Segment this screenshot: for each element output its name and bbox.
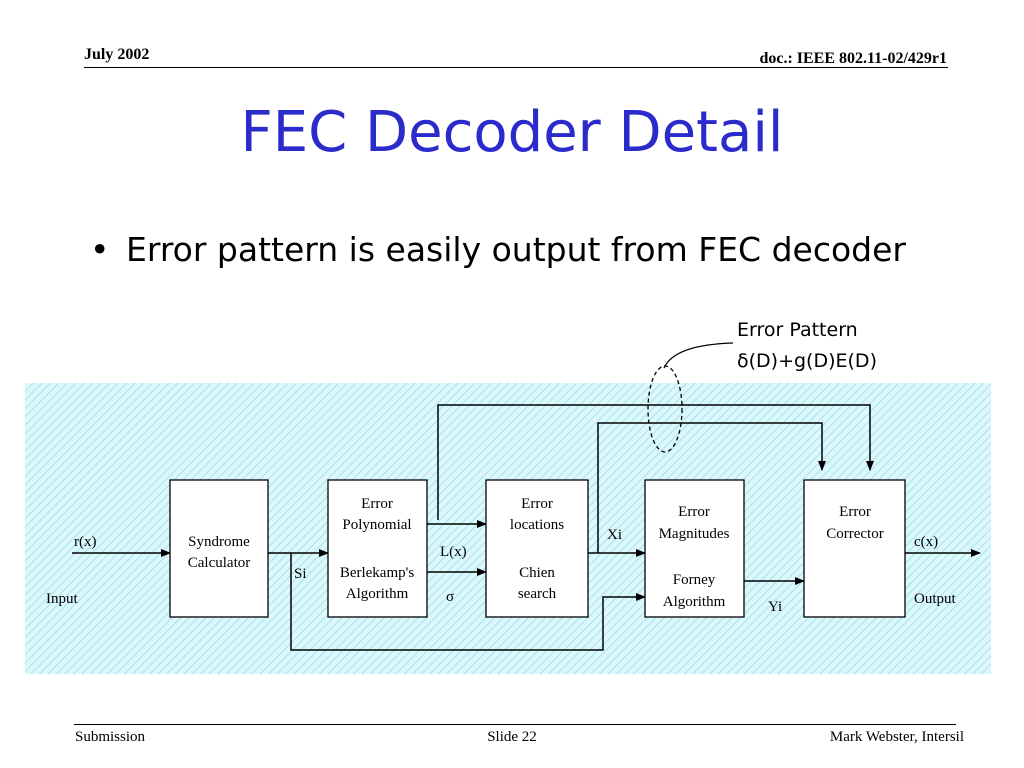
block-corrector-line-2: Corrector — [826, 526, 883, 542]
footer-submission: Submission — [75, 729, 146, 745]
route-polynomial-to-corrector — [437, 404, 874, 520]
label-si: Si — [294, 566, 307, 582]
block-syndrome-line-2: Calculator — [188, 555, 250, 571]
footer-slide-number: Slide 22 — [487, 729, 537, 745]
label-yi: Yi — [768, 599, 782, 615]
block-polynomial-line-2: Polynomial — [342, 517, 411, 533]
block-polynomial-line-5: Algorithm — [346, 586, 409, 602]
label-output: Output — [914, 591, 957, 607]
block-error-corrector: Error Corrector — [803, 479, 906, 618]
bullet-dot-icon: • — [90, 230, 110, 269]
footer-rule — [74, 724, 956, 725]
block-magnitudes-line-4: Forney — [673, 572, 716, 588]
slide-title: FEC Decoder Detail — [240, 100, 784, 165]
label-sigma: σ — [446, 589, 454, 605]
block-locations-line-2: locations — [510, 517, 564, 533]
footer-author: Mark Webster, Intersil — [829, 729, 964, 745]
header-date: July 2002 — [84, 46, 150, 63]
route-si-to-magnitudes — [290, 553, 646, 651]
block-polynomial-line-1: Error — [361, 496, 393, 512]
block-locations-line-4: Chien — [519, 565, 555, 581]
label-input-signal: r(x) — [74, 534, 97, 550]
block-error-polynomial: Error Polynomial Berlekamp's Algorithm — [327, 479, 428, 618]
block-error-magnitudes: Error Magnitudes Forney Algorithm — [644, 479, 745, 618]
header-doc-id: doc.: IEEE 802.11-02/429r1 — [759, 50, 947, 67]
fec-decoder-diagram: Error Pattern δ(D)+g(D)E(D) Syndrome Cal… — [25, 319, 991, 674]
block-syndrome-calculator: Syndrome Calculator — [169, 479, 269, 618]
block-error-locations: Error locations Chien search — [485, 479, 589, 618]
bullet-item: • Error pattern is easily output from FE… — [90, 226, 910, 273]
label-xi: Xi — [607, 527, 622, 543]
block-magnitudes-line-2: Magnitudes — [659, 526, 730, 542]
block-polynomial-line-4: Berlekamp's — [340, 565, 415, 581]
bullet-text: Error pattern is easily output from FEC … — [126, 230, 906, 269]
annotation-leader — [663, 342, 734, 369]
annotation-ellipse — [647, 365, 683, 453]
annotation-line-1: Error Pattern — [737, 319, 858, 341]
block-corrector-line-1: Error — [839, 504, 871, 520]
label-output-signal: c(x) — [914, 534, 938, 550]
annotation-line-2: δ(D)+g(D)E(D) — [737, 350, 877, 372]
block-magnitudes-line-5: Algorithm — [663, 594, 726, 610]
block-syndrome-line-1: Syndrome — [188, 534, 250, 550]
block-locations-line-5: search — [518, 586, 557, 602]
label-lx: L(x) — [440, 544, 467, 560]
route-xi-to-corrector — [597, 422, 826, 553]
block-locations-line-1: Error — [521, 496, 553, 512]
label-input: Input — [46, 591, 78, 607]
header-rule — [84, 67, 948, 68]
block-magnitudes-line-1: Error — [678, 504, 710, 520]
